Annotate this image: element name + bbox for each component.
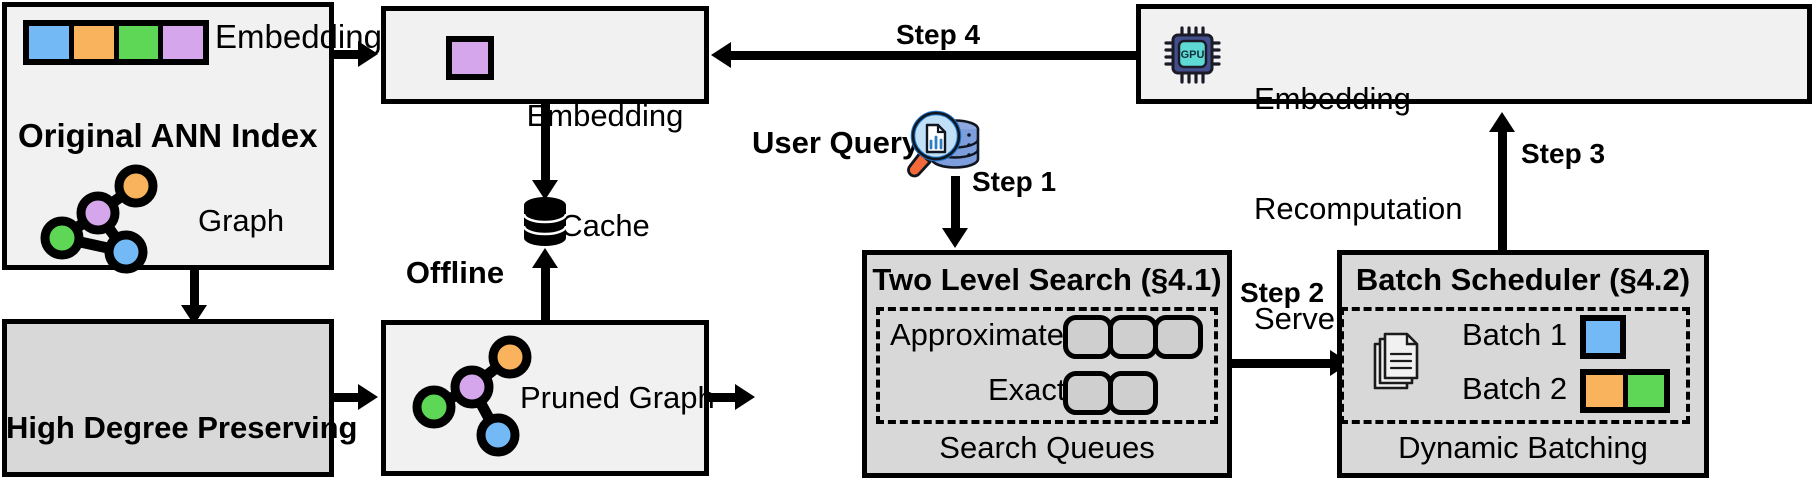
database-icon bbox=[522, 197, 568, 246]
recomputation-server-box bbox=[1136, 4, 1812, 104]
pruned-node-green bbox=[412, 385, 456, 429]
search-queues-footer: Search Queues bbox=[939, 430, 1155, 465]
connector-index-to-pruning bbox=[190, 270, 199, 318]
embedding-swatch-1 bbox=[73, 26, 119, 59]
arrowhead-step3 bbox=[1489, 112, 1515, 132]
pruned-node-orange bbox=[488, 335, 532, 379]
graph-node-orange bbox=[114, 164, 158, 208]
approximate-slot-1[interactable] bbox=[1063, 315, 1113, 359]
original-ann-index-heading: Original ANN Index bbox=[18, 117, 318, 154]
graph-node-purple bbox=[76, 191, 120, 235]
search-queues-panel bbox=[876, 307, 1218, 424]
pruned-node-purple bbox=[450, 365, 494, 409]
step1-label: Step 1 bbox=[972, 166, 1057, 197]
original-graph-illustration bbox=[40, 164, 158, 274]
arrowhead-index-to-cache bbox=[358, 41, 378, 67]
two-level-search-box bbox=[862, 250, 1232, 478]
approximate-label: Approximate bbox=[890, 317, 1065, 352]
batch2-swatch-strip bbox=[1580, 369, 1670, 413]
batch-scheduler-heading: Batch Scheduler (§4.2) bbox=[1355, 262, 1691, 297]
arrowhead-pruned-to-search bbox=[735, 384, 755, 410]
connector-index-to-cache bbox=[334, 50, 366, 59]
pruned-graph-label: Pruned Graph bbox=[520, 380, 715, 415]
batch2-label: Batch 2 bbox=[1462, 371, 1568, 406]
graph-node-blue bbox=[104, 230, 148, 274]
approximate-slot-2[interactable] bbox=[1108, 315, 1158, 359]
exact-label: Exact bbox=[988, 372, 1066, 407]
recomputation-server-label: Embedding Recomputation Server bbox=[1254, 8, 1463, 410]
two-level-search-heading: Two Level Search (§4.1) bbox=[872, 262, 1222, 297]
recomputation-server-line1: Embedding bbox=[1254, 81, 1411, 117]
dynamic-batching-footer: Dynamic Batching bbox=[1398, 430, 1648, 465]
svg-text:GPU: GPU bbox=[1181, 49, 1205, 61]
batch2-swatch-green bbox=[1627, 375, 1664, 407]
connector-step1 bbox=[951, 176, 960, 234]
connector-step2 bbox=[1232, 359, 1340, 368]
graph-pruning-box bbox=[2, 319, 334, 477]
graph-label: Graph bbox=[198, 203, 285, 238]
pruned-graph-illustration bbox=[412, 335, 532, 457]
embedding-cache-box bbox=[381, 6, 709, 104]
step4-label: Step 4 bbox=[896, 19, 981, 50]
connector-pruned-to-search bbox=[709, 393, 745, 402]
graph-node-green bbox=[40, 216, 84, 260]
connector-cache-to-storage bbox=[541, 104, 550, 186]
embedding-cache-line2: Cache bbox=[560, 207, 650, 243]
arrowhead-step1 bbox=[942, 228, 968, 248]
approximate-slot-3[interactable] bbox=[1153, 315, 1203, 359]
embedding-swatch-3 bbox=[163, 26, 203, 59]
embedding-swatch-2 bbox=[118, 26, 164, 59]
exact-slot-1[interactable] bbox=[1063, 371, 1113, 415]
arrowhead-pruned-to-storage bbox=[532, 248, 558, 268]
step2-label: Step 2 bbox=[1240, 277, 1325, 308]
offline-storage-line1: Offline bbox=[405, 255, 505, 291]
batch2-swatch-orange bbox=[1586, 375, 1628, 407]
arrowhead-cache-to-storage bbox=[532, 180, 558, 200]
recomputation-server-line3: Server bbox=[1254, 300, 1346, 336]
batch1-swatch-blue bbox=[1580, 315, 1626, 359]
arrowhead-step4 bbox=[711, 42, 731, 68]
embedding-cache-swatch bbox=[446, 36, 494, 80]
embedding-swatch-0 bbox=[29, 26, 74, 59]
connector-pruned-to-storage bbox=[541, 258, 550, 326]
embedding-cache-line1: Embedding bbox=[526, 98, 684, 134]
connector-pruning-to-pruned bbox=[334, 393, 366, 402]
batch1-label: Batch 1 bbox=[1462, 317, 1568, 352]
user-query-label: User Query bbox=[752, 125, 920, 160]
pruned-node-blue bbox=[476, 413, 520, 457]
documents-icon bbox=[1373, 332, 1419, 390]
embedding-label: Embedding bbox=[215, 18, 382, 55]
search-database-icon bbox=[907, 110, 980, 178]
embedding-cache-label: Embedding Cache bbox=[510, 25, 700, 318]
dynamic-batching-panel bbox=[1340, 307, 1690, 424]
recomputation-server-line2: Recomputation bbox=[1254, 190, 1463, 226]
step3-label: Step 3 bbox=[1521, 138, 1606, 169]
gpu-chip-icon: GPU bbox=[1164, 26, 1221, 84]
graph-pruning-line1: High Degree Preserving bbox=[6, 410, 358, 446]
embedding-swatch-strip bbox=[23, 20, 209, 65]
connector-step4 bbox=[729, 51, 1149, 60]
arrowhead-pruning-to-pruned bbox=[358, 384, 378, 410]
graph-pruning-label: High Degree Preserving Graph Pruning (§5… bbox=[6, 337, 358, 481]
connector-step3 bbox=[1498, 130, 1507, 250]
exact-slot-2[interactable] bbox=[1108, 371, 1158, 415]
